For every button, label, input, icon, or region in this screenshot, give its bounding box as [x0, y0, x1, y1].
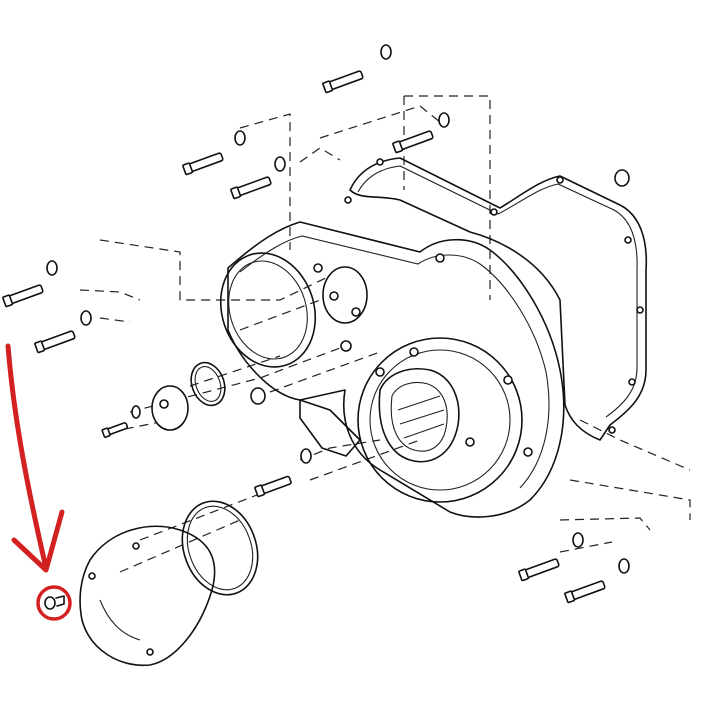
- highlighted-screw: [36, 585, 72, 621]
- gasket-bolt-holes: [344, 158, 644, 434]
- o-ring: [181, 500, 259, 596]
- bracket: [299, 399, 361, 457]
- derby-cover: [79, 525, 216, 667]
- dowel-pin: [250, 387, 266, 405]
- gasket: [349, 157, 648, 441]
- washers: [46, 44, 630, 574]
- cover-bolt-bosses: [313, 253, 533, 457]
- small-o-ring: [190, 361, 226, 407]
- dowel-pin-right: [614, 169, 630, 187]
- primary-cover: [227, 221, 565, 518]
- assembly-guide-lines: [79, 95, 691, 573]
- red-arrow: [5, 343, 65, 573]
- clutch-opening: [378, 368, 460, 463]
- bolts: [2, 70, 606, 604]
- timing-plug: [151, 385, 189, 431]
